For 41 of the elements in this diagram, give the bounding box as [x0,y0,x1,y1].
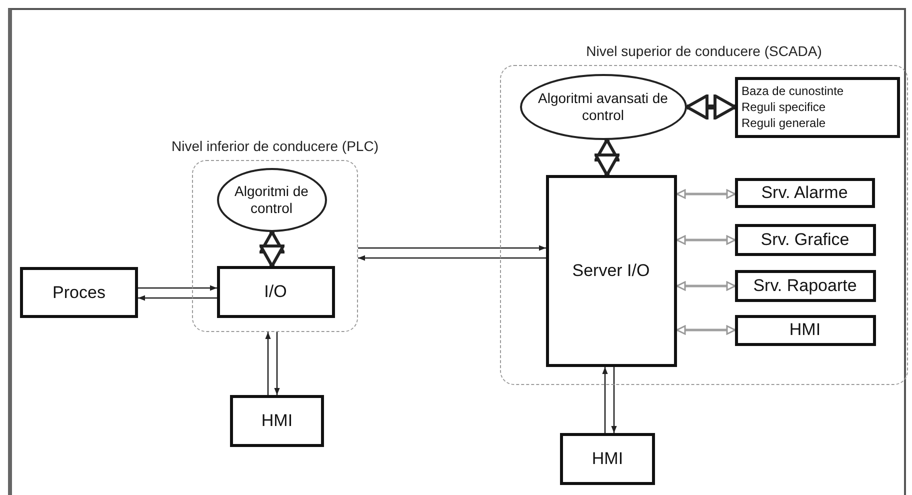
process-box [734,224,876,256]
arrow [358,255,546,261]
node-label: Srv. Alarme [761,182,848,202]
process-box [216,266,334,318]
arrow [602,367,608,433]
node-label: Srv. Grafice [760,230,850,250]
node-label: HMI [592,449,624,469]
process-box [734,178,874,208]
node-label: HMI [789,320,821,340]
node-label: Proces [52,282,106,302]
process-box [560,433,655,485]
arrow [265,332,271,395]
arrow [676,189,736,199]
knowledge-item: Baza de cunostinte [742,82,844,99]
arrow [676,235,736,245]
process-box [546,174,676,366]
node-label: Srv. Rapoarte [753,276,857,296]
arrow [138,295,217,301]
arrow [358,245,546,251]
knowledge-item: Reguli generale [742,115,826,132]
process-box [734,314,876,346]
double-arrow [686,94,736,120]
knowledge-item: Reguli specifice [742,98,826,116]
arrow [138,285,217,291]
process-box [734,270,876,302]
arrow [274,332,280,395]
group-heading: Nivel superior de conducere (SCADA) [585,43,823,60]
double-arrow [594,138,620,176]
node-label: Server I/O [572,260,650,280]
process-box [230,395,324,447]
double-arrow [259,230,285,268]
arrow [676,281,736,291]
node-label: HMI [261,411,293,431]
group-heading: Nivel inferior de conducere (PLC) [170,138,380,155]
process-box [20,267,138,318]
knowledge-box [734,76,900,138]
node-label: Algoritmi avansati de control [537,90,669,123]
node-label: Algoritmi de control [234,183,310,216]
arrow [676,325,736,335]
arrow [611,367,617,433]
node-label: I/O [264,282,287,302]
